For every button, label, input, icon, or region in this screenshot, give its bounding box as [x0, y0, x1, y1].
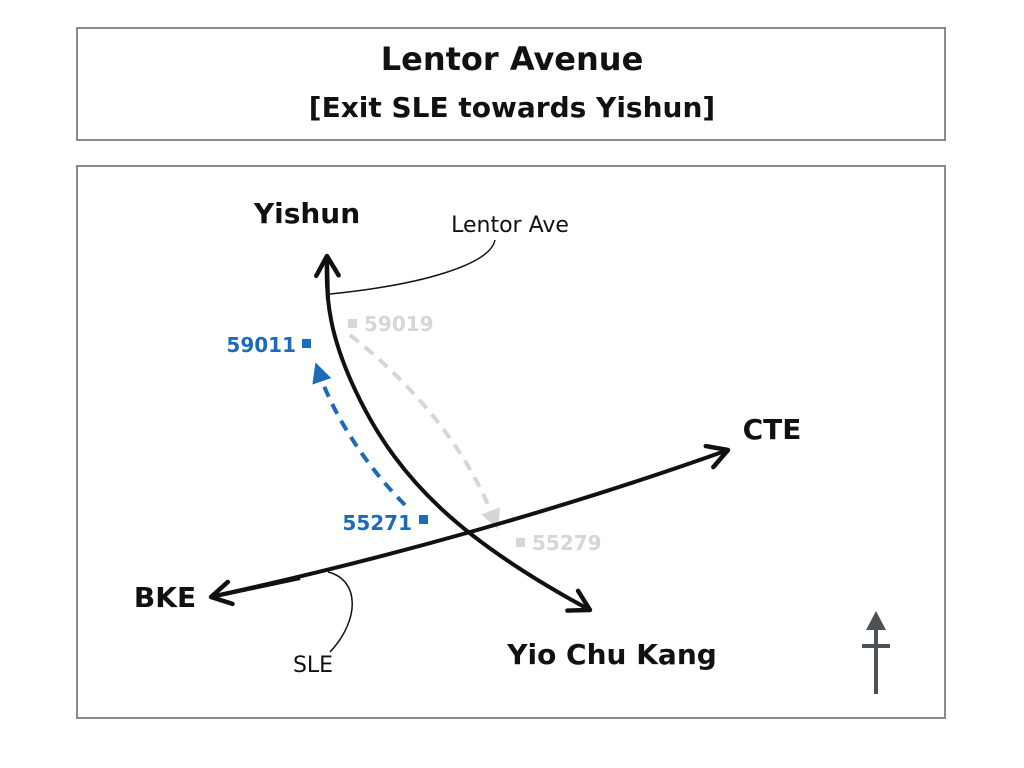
sle-road [209, 443, 731, 599]
sle-callout-line [327, 571, 353, 653]
destination-label-yishun: Yishun [253, 197, 360, 230]
bus-stop-marker-59011 [302, 339, 311, 348]
bus-stop-label-55279: 55279 [532, 531, 602, 555]
destination-label-cte: CTE [743, 413, 802, 446]
north-arrow-icon [862, 611, 890, 694]
bus-stop-marker-55279 [516, 538, 525, 547]
page-subtitle: [Exit SLE towards Yishun] [308, 91, 716, 124]
title-panel [76, 27, 946, 141]
page-title: Lentor Avenue [380, 40, 644, 78]
bus-stop-label-59011: 59011 [226, 333, 296, 357]
bus-stop-marker-59019 [348, 319, 357, 328]
bus-stop-marker-55271 [419, 515, 428, 524]
lentor-ave-north-arrow [314, 253, 341, 301]
road-label-sle: SLE [293, 653, 333, 678]
route-path-active [312, 362, 407, 507]
lentor-ave-road [324, 255, 593, 613]
destination-label-yio-chu-kang: Yio Chu Kang [506, 638, 717, 671]
lentor-ave-callout-line [329, 239, 496, 295]
route-path-inactive [348, 333, 501, 530]
sle-road-west-arrow [208, 576, 301, 607]
map-panel [76, 165, 946, 719]
bus-stop-label-55271: 55271 [342, 511, 412, 535]
bus-stop-label-59019: 59019 [364, 312, 434, 336]
destination-label-bke: BKE [134, 581, 196, 614]
road-label-lentor-ave: Lentor Ave [451, 213, 569, 238]
